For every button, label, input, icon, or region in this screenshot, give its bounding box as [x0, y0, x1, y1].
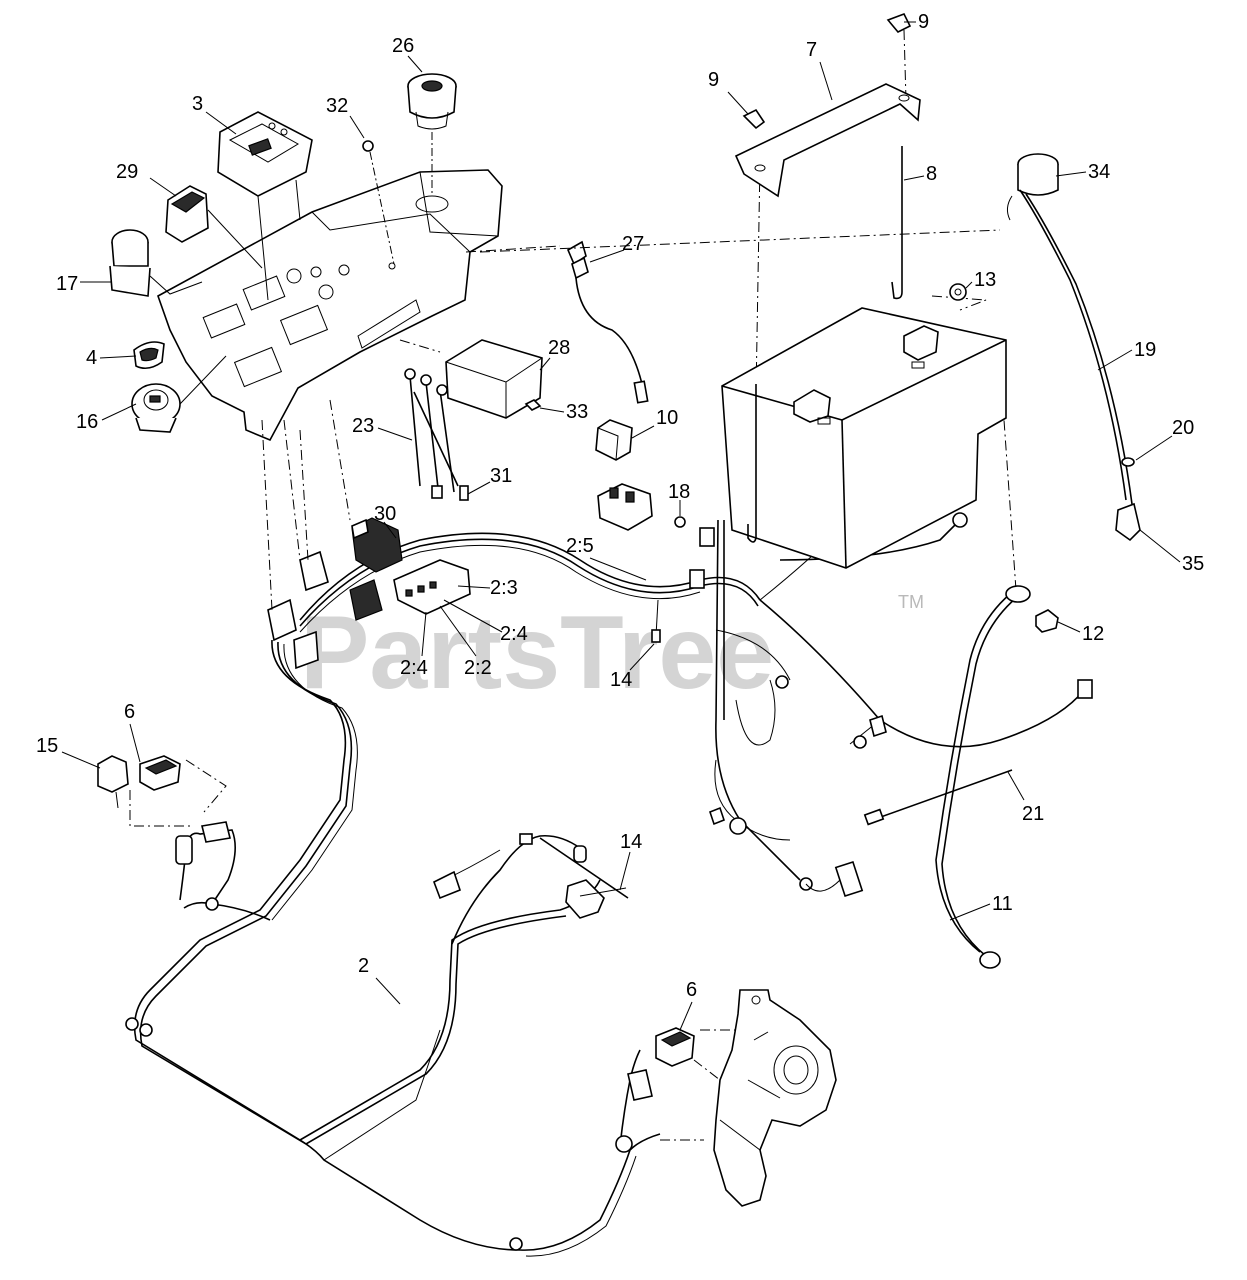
callout-32: 32 — [326, 95, 348, 117]
callout-6-upper: 6 — [124, 701, 135, 723]
battery-cable-part-11 — [935, 585, 1031, 969]
callout-3: 3 — [192, 93, 203, 115]
reference-lines — [129, 29, 1017, 1141]
callout-27: 27 — [622, 233, 644, 255]
callout-14-lower: 14 — [620, 831, 642, 853]
callout-28: 28 — [548, 337, 570, 359]
switch-part-15 — [97, 755, 129, 809]
callout-19: 19 — [1134, 339, 1156, 361]
watermark-tm: TM — [898, 592, 924, 612]
cable-tie-part-21 — [863, 769, 1013, 826]
callout-16: 16 — [76, 411, 98, 433]
callout-2-2: 2:2 — [464, 657, 492, 679]
plug-part-32 — [362, 140, 395, 265]
harness-connectors — [267, 517, 471, 670]
partstree-watermark: PartsTree TM — [300, 592, 924, 711]
callouts: 26 3 32 29 17 4 16 23 28 33 27 10 31 30 … — [36, 11, 1204, 1031]
callout-20: 20 — [1172, 417, 1194, 439]
callout-35: 35 — [1182, 553, 1204, 575]
main-harness-upper — [299, 489, 1093, 898]
callout-7: 7 — [806, 39, 817, 61]
jumper-leads-part-23 — [404, 368, 469, 501]
bolt-part-12 — [1035, 609, 1059, 633]
pedal-bracket — [713, 989, 837, 1207]
callout-34: 34 — [1088, 161, 1110, 183]
callout-10: 10 — [656, 407, 678, 429]
push-switch-part-17 — [109, 229, 203, 297]
callout-12: 12 — [1082, 623, 1104, 645]
callout-30: 30 — [374, 503, 396, 525]
seat-switch-part-6-lower — [655, 1027, 695, 1067]
callout-9-right: 9 — [918, 11, 929, 33]
watermark-text: PartsTree — [300, 595, 774, 711]
nut-part-13 — [949, 283, 967, 301]
boot-part-20-35 — [1115, 457, 1141, 542]
callout-15: 15 — [36, 735, 58, 757]
hold-down-bar-part-7 — [734, 83, 921, 198]
callout-31: 31 — [490, 465, 512, 487]
ignition-switch-part-16 — [131, 355, 227, 433]
callout-11: 11 — [992, 893, 1013, 915]
relay-part-10 — [595, 419, 633, 461]
ignition-key-part-4 — [133, 341, 165, 370]
display-module-part-3 — [217, 111, 313, 301]
callout-9-left: 9 — [708, 69, 719, 91]
lower-harness-part-2 — [125, 639, 661, 1257]
battery-cable-part-19 — [1006, 189, 1133, 505]
control-module-part-28 — [445, 339, 543, 419]
wing-nut-part-9 — [742, 12, 912, 130]
callout-4: 4 — [86, 347, 97, 369]
lead-wire-part-27 — [566, 240, 649, 404]
callout-13: 13 — [974, 269, 996, 291]
callout-23: 23 — [352, 415, 374, 437]
callout-26: 26 — [392, 35, 414, 57]
callout-2-4-left: 2:4 — [400, 657, 428, 679]
callout-2: 2 — [358, 955, 369, 977]
terminal-boot-part-34 — [1017, 153, 1059, 196]
callout-14-upper: 14 — [610, 669, 632, 691]
callout-17: 17 — [56, 273, 78, 295]
callout-29: 29 — [116, 161, 138, 183]
callout-2-4-right: 2:4 — [500, 623, 528, 645]
cable-tie-part-14 — [539, 599, 661, 899]
callout-33: 33 — [566, 401, 588, 423]
callout-2-3: 2:3 — [490, 577, 518, 599]
control-panel — [157, 169, 503, 442]
fuse-block-part-18 — [597, 483, 686, 531]
power-socket-part-26 — [407, 73, 457, 196]
callout-18: 18 — [668, 481, 690, 503]
seat-switch-part-6-upper — [139, 755, 181, 791]
callout-21: 21 — [1022, 803, 1044, 825]
callout-8: 8 — [926, 163, 937, 185]
callout-6-lower: 6 — [686, 979, 697, 1001]
j-bolt-part-8 — [747, 146, 903, 543]
battery — [721, 307, 1007, 569]
callout-2-5: 2:5 — [566, 535, 594, 557]
rocker-switch-part-29 — [165, 185, 263, 269]
